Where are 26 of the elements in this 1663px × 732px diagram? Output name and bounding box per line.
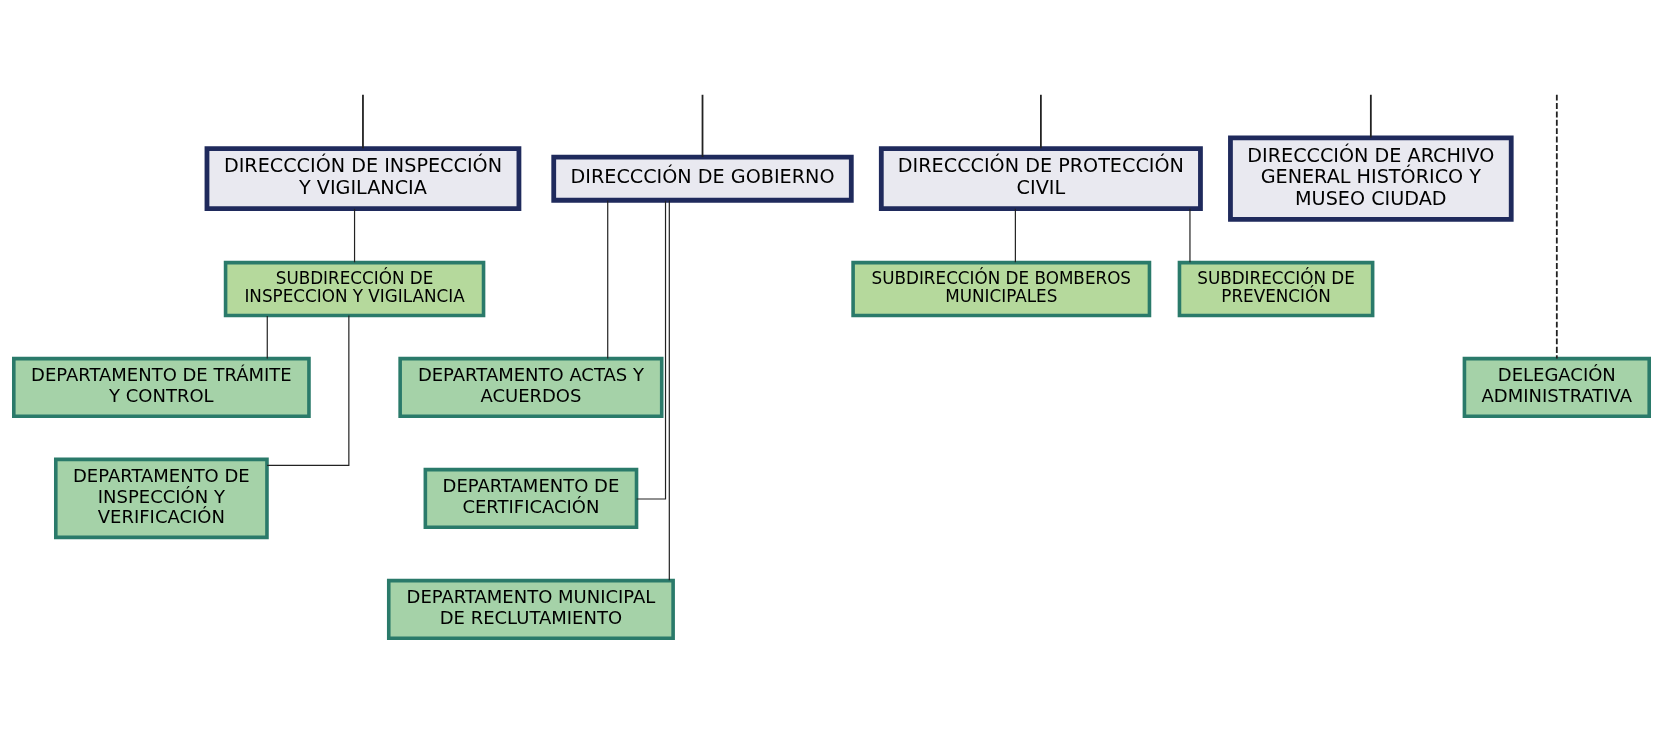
- node-box: DEPARTAMENTO ACTAS Y ACUERDOS: [398, 356, 664, 419]
- node-box: DIRECCCIÓN DE GOBIERNO: [551, 154, 854, 203]
- node-box: DEPARTAMENTO DE CERTIFICACIÓN: [423, 467, 639, 529]
- node-box: DELEGACIÓN ADMINISTRATIVA: [1462, 356, 1651, 419]
- node-box: DEPARTAMENTO MUNICIPAL DE RECLUTAMIENTO: [386, 578, 675, 640]
- connector: [266, 314, 350, 467]
- node-box: SUBDIRECCIÓN DE INSPECCION Y VIGILANCIA: [223, 260, 486, 318]
- node-box: SUBDIRECCIÓN DE BOMBEROS MUNICIPALES: [851, 260, 1152, 318]
- connector: [1189, 208, 1191, 263]
- connector: [362, 93, 364, 150]
- connector: [353, 208, 356, 263]
- connector: [266, 315, 268, 360]
- connector: [668, 200, 670, 581]
- node-box: DEPARTAMENTO DE INSPECCIÓN Y VERIFICACIÓN: [54, 457, 269, 540]
- connector: [1555, 93, 1558, 360]
- connector: [1040, 93, 1042, 150]
- connector: [701, 93, 704, 158]
- connector: [1369, 93, 1372, 139]
- connector: [636, 200, 667, 500]
- node-box: DIRECCCIÓN DE INSPECCIÓN Y VIGILANCIA: [204, 146, 522, 212]
- node-box: DEPARTAMENTO DE TRÁMITE Y CONTROL: [12, 356, 311, 419]
- connector: [1014, 208, 1016, 263]
- connector: [607, 200, 609, 360]
- node-box: SUBDIRECCIÓN DE PREVENCIÓN: [1177, 260, 1375, 318]
- node-box: DIRECCCIÓN DE ARCHIVO GENERAL HISTÓRICO Y MUSEO CIUDAD: [1228, 135, 1514, 222]
- node-box: DIRECCCIÓN DE PROTECCIÓN CIVIL: [878, 146, 1203, 212]
